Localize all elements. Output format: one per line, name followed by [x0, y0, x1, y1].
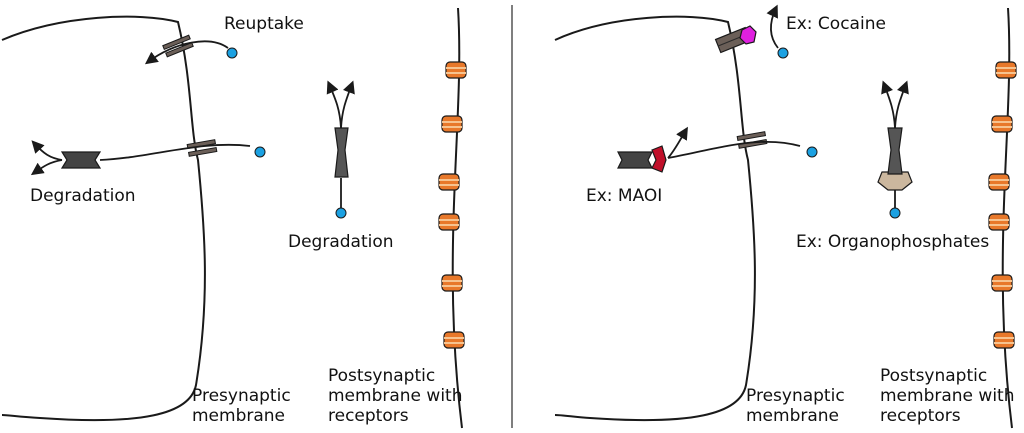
reuptake-arrow: [144, 40, 229, 65]
receptor-icon: [443, 331, 465, 349]
receptor-icon: [991, 115, 1013, 133]
presynaptic-membrane-label: Presynaptic membrane: [746, 386, 845, 426]
presynaptic-membrane: [1, 15, 206, 422]
postsynaptic-membrane: [1001, 7, 1013, 429]
transporter-icon: [186, 139, 218, 157]
degradation-enzyme-label: Degradation: [30, 186, 136, 206]
degradation-arrow-up: [31, 140, 63, 161]
neurotransmitter-icon: [889, 207, 901, 219]
presynaptic-membrane: [554, 15, 756, 422]
degradation-arrow-down: [30, 159, 63, 176]
neurotransmitter-icon: [777, 47, 789, 59]
receptor-column: [988, 61, 1017, 349]
maoi-enzyme-icon: [617, 151, 653, 169]
maoi-label: Ex: MAOI: [586, 186, 663, 206]
cleft-arrow-right: [894, 80, 909, 129]
cocaine-molecule-icon: [739, 25, 757, 45]
enzyme-icon: [60, 151, 102, 169]
enzyme-tail-line: [667, 140, 801, 159]
neurotransmitter-icon: [226, 47, 238, 59]
maoi-inhibitor-icon: [651, 145, 667, 173]
cleft-arrow-left: [881, 80, 896, 129]
cleft-arrow-right: [340, 80, 355, 129]
receptor-column: [438, 61, 467, 349]
cleft-enzyme-icon: [887, 127, 903, 175]
left-panel: [1, 7, 467, 429]
receptor-icon: [988, 173, 1010, 191]
right-panel: [554, 4, 1017, 429]
receptor-icon: [441, 274, 463, 292]
enzyme-tail-line: [99, 143, 251, 161]
maoi-bounce-arrow: [667, 126, 688, 159]
reuptake-label: Reuptake: [224, 14, 304, 34]
organophosphates-label: Ex: Organophosphates: [796, 232, 990, 252]
organophosphate-inhibitor-icon: [877, 171, 913, 191]
receptor-icon: [991, 274, 1013, 292]
receptor-icon: [993, 331, 1015, 349]
receptor-icon: [995, 61, 1017, 79]
receptor-icon: [445, 61, 467, 79]
receptor-icon: [438, 213, 460, 231]
postsynaptic-membrane-label: Postsynaptic membrane with receptors: [328, 366, 463, 426]
cleft-enzyme-icon: [334, 127, 349, 178]
presynaptic-membrane-label: Presynaptic membrane: [192, 386, 291, 426]
cleft-arrow-left: [326, 80, 342, 129]
reuptake-transporter-icon: [162, 34, 194, 58]
transporter-icon: [736, 131, 768, 149]
postsynaptic-membrane: [451, 7, 463, 429]
receptor-icon: [988, 213, 1010, 231]
neurotransmitter-icon: [254, 146, 266, 158]
postsynaptic-membrane-label: Postsynaptic membrane with receptors: [880, 366, 1015, 426]
cocaine-bounce-arrow: [766, 4, 779, 49]
degradation-cleft-label: Degradation: [288, 232, 394, 252]
receptor-icon: [441, 115, 463, 133]
cocaine-label: Ex: Cocaine: [786, 14, 886, 34]
receptor-icon: [438, 173, 460, 191]
neurotransmitter-icon: [335, 207, 347, 219]
neurotransmitter-icon: [806, 146, 818, 158]
